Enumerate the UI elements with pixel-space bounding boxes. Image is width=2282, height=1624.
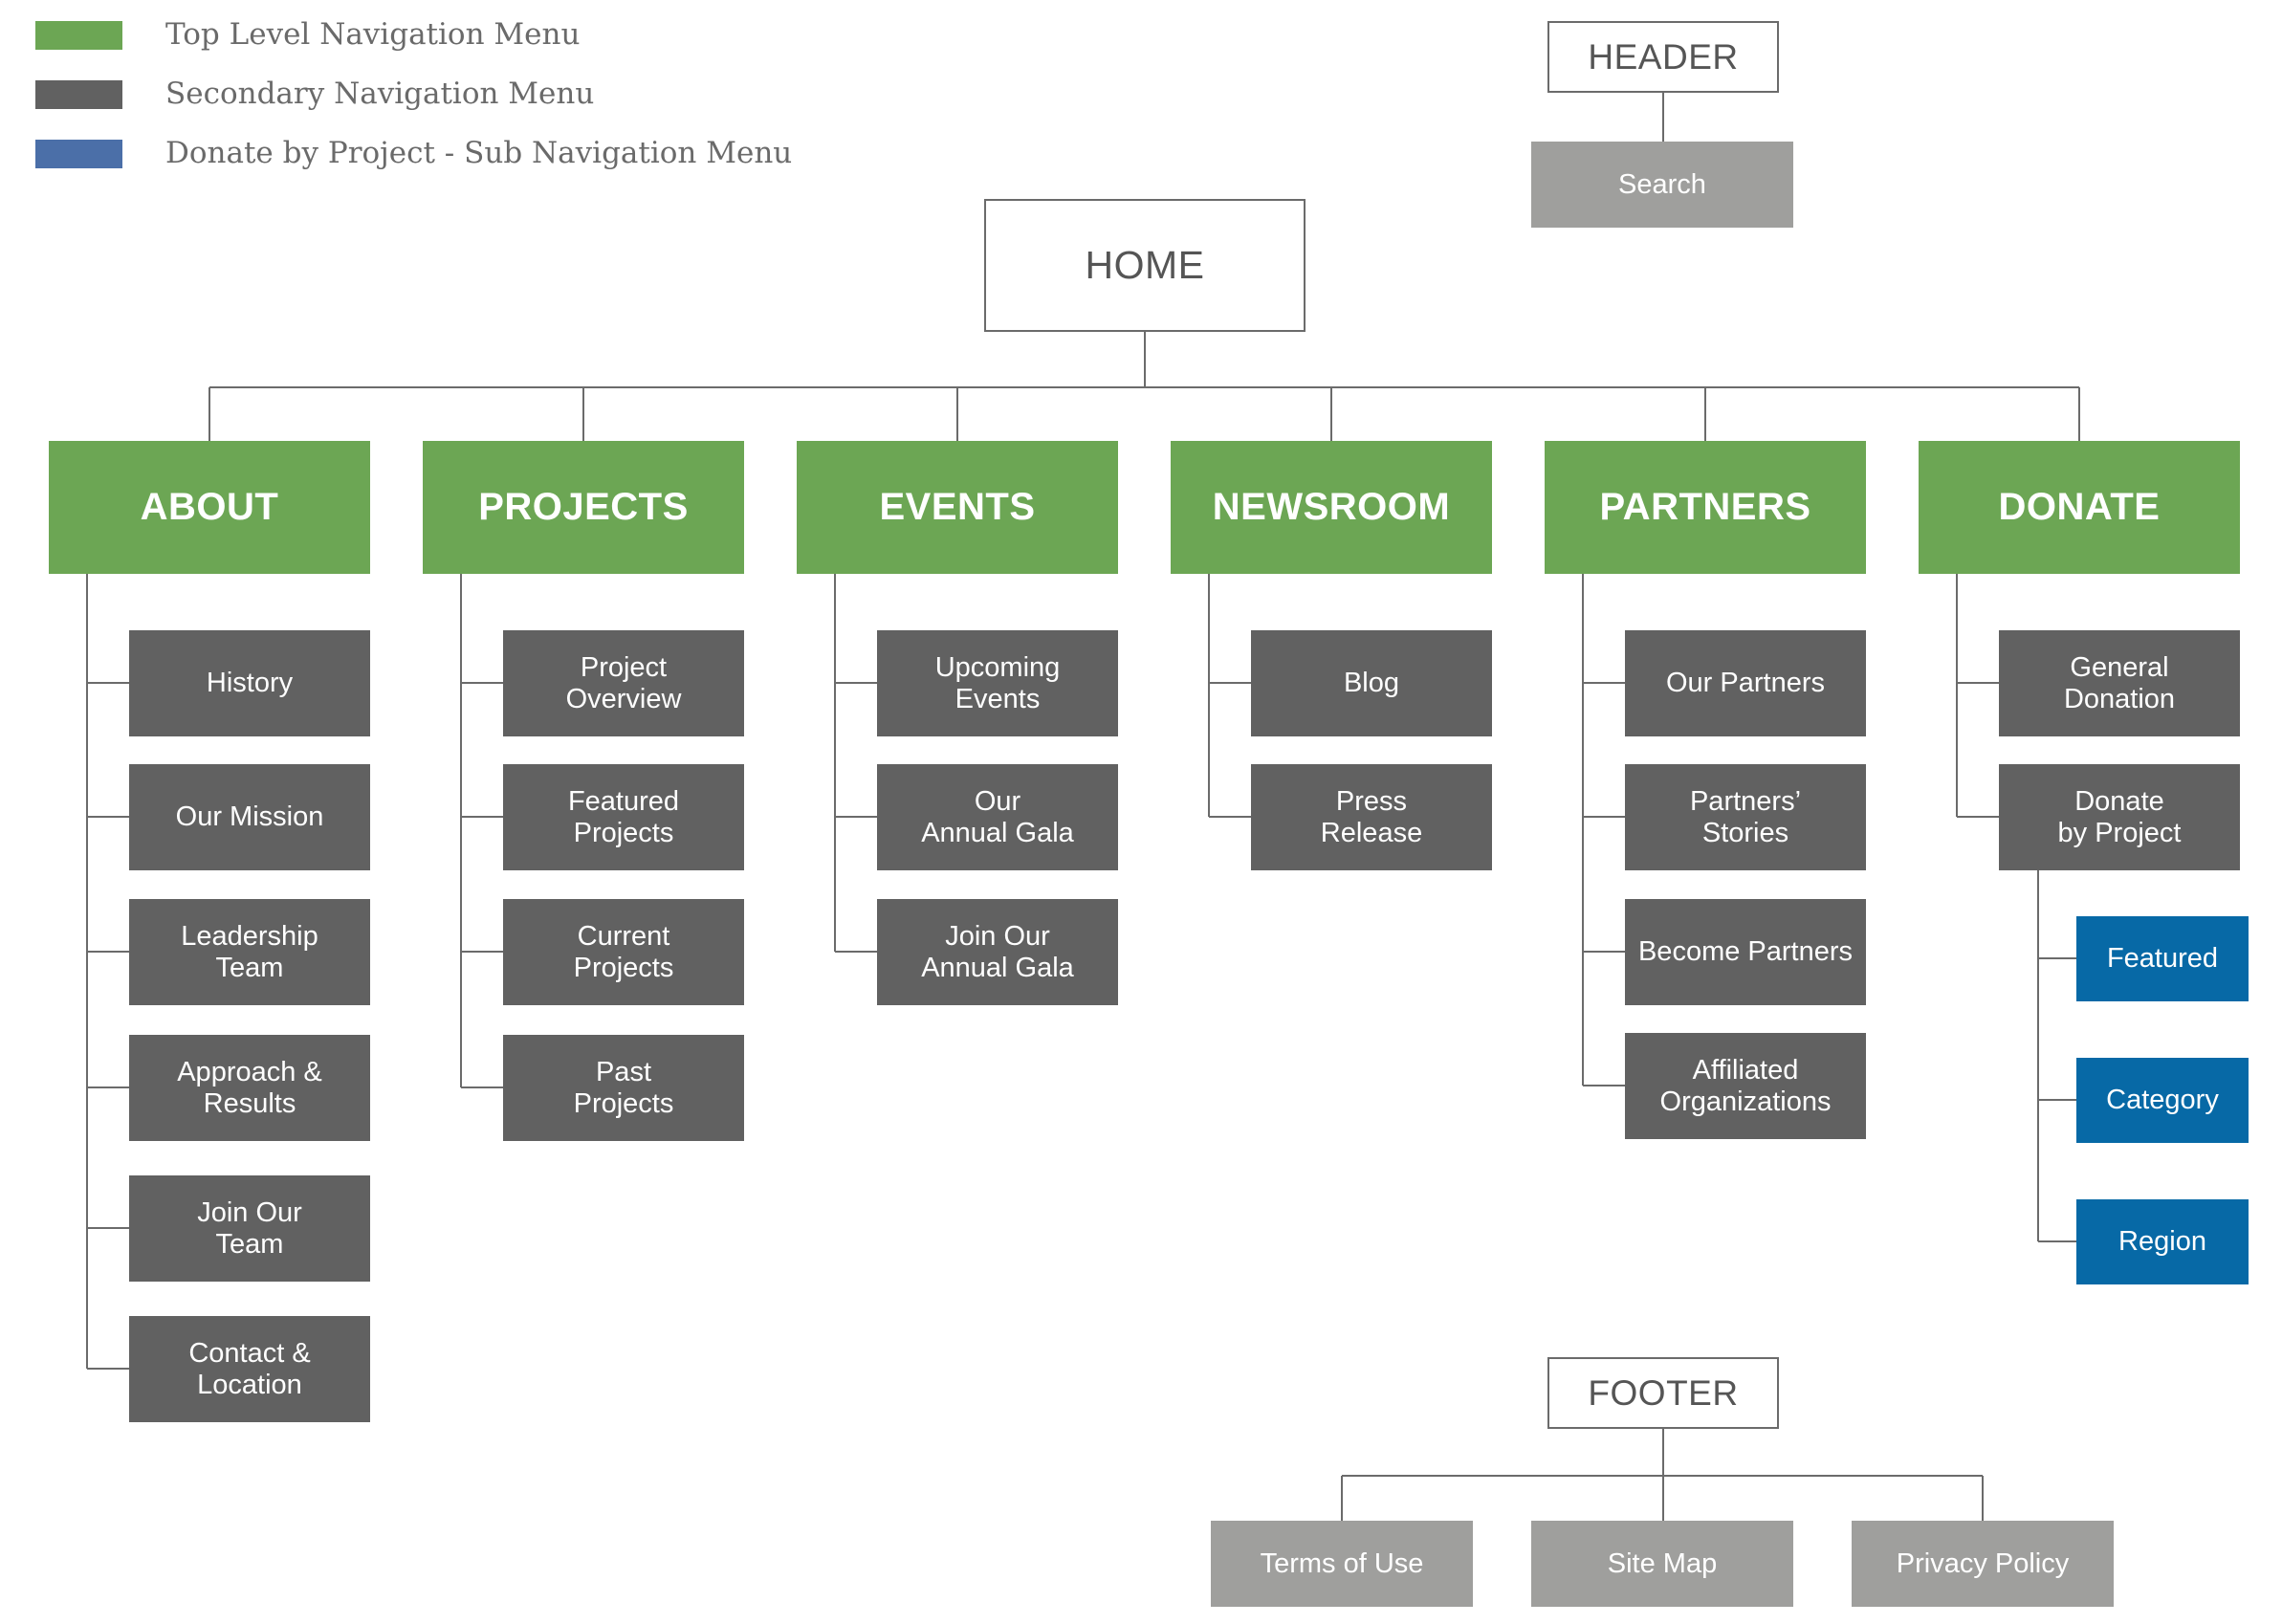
nav-item-project-overview[interactable]: Project Overview	[503, 630, 744, 736]
nav-item-join-our-team[interactable]: Join Our Team	[129, 1175, 370, 1282]
sub-nav-category[interactable]: Category	[2076, 1058, 2249, 1143]
top-nav-projects[interactable]: PROJECTS	[423, 441, 744, 574]
nav-item-our-partners[interactable]: Our Partners	[1625, 630, 1866, 736]
nav-item-blog[interactable]: Blog	[1251, 630, 1492, 736]
nav-item-donate-by-project[interactable]: Donate by Project	[1999, 764, 2240, 870]
legend-label-top-level: Top Level Navigation Menu	[165, 17, 581, 52]
nav-item-current-projects[interactable]: Current Projects	[503, 899, 744, 1005]
home-node[interactable]: HOME	[984, 199, 1306, 332]
nav-item-past-projects[interactable]: Past Projects	[503, 1035, 744, 1141]
top-nav-partners[interactable]: PARTNERS	[1545, 441, 1866, 574]
footer-node[interactable]: FOOTER	[1547, 1357, 1779, 1429]
footer-link-terms-of-use[interactable]: Terms of Use	[1211, 1521, 1473, 1607]
sub-nav-region[interactable]: Region	[2076, 1199, 2249, 1284]
top-nav-about[interactable]: ABOUT	[49, 441, 370, 574]
sub-nav-featured[interactable]: Featured	[2076, 916, 2249, 1001]
legend-swatch-top-level	[35, 21, 122, 50]
nav-item-become-partners[interactable]: Become Partners	[1625, 899, 1866, 1005]
legend-label-sub-navigation: Donate by Project - Sub Navigation Menu	[165, 136, 793, 170]
legend-label-secondary: Secondary Navigation Menu	[165, 77, 595, 111]
nav-item-our-annual-gala[interactable]: Our Annual Gala	[877, 764, 1118, 870]
top-nav-newsroom[interactable]: NEWSROOM	[1171, 441, 1492, 574]
nav-item-partners-stories[interactable]: Partners’ Stories	[1625, 764, 1866, 870]
footer-link-privacy-policy[interactable]: Privacy Policy	[1852, 1521, 2114, 1607]
header-node[interactable]: HEADER	[1547, 21, 1779, 93]
nav-item-upcoming-events[interactable]: Upcoming Events	[877, 630, 1118, 736]
nav-item-press-release[interactable]: Press Release	[1251, 764, 1492, 870]
nav-item-our-mission[interactable]: Our Mission	[129, 764, 370, 870]
nav-item-contact-location[interactable]: Contact & Location	[129, 1316, 370, 1422]
nav-item-join-our-annual-gala[interactable]: Join Our Annual Gala	[877, 899, 1118, 1005]
nav-item-approach-results[interactable]: Approach & Results	[129, 1035, 370, 1141]
legend-swatch-sub-navigation	[35, 140, 122, 168]
top-nav-donate[interactable]: DONATE	[1919, 441, 2240, 574]
nav-item-general-donation[interactable]: General Donation	[1999, 630, 2240, 736]
nav-item-leadership-team[interactable]: Leadership Team	[129, 899, 370, 1005]
nav-item-affiliated-organizations[interactable]: Affiliated Organizations	[1625, 1033, 1866, 1139]
top-nav-events[interactable]: EVENTS	[797, 441, 1118, 574]
search-node[interactable]: Search	[1531, 142, 1793, 228]
nav-item-history[interactable]: History	[129, 630, 370, 736]
footer-link-site-map[interactable]: Site Map	[1531, 1521, 1793, 1607]
nav-item-featured-projects[interactable]: Featured Projects	[503, 764, 744, 870]
legend-swatch-secondary	[35, 80, 122, 109]
